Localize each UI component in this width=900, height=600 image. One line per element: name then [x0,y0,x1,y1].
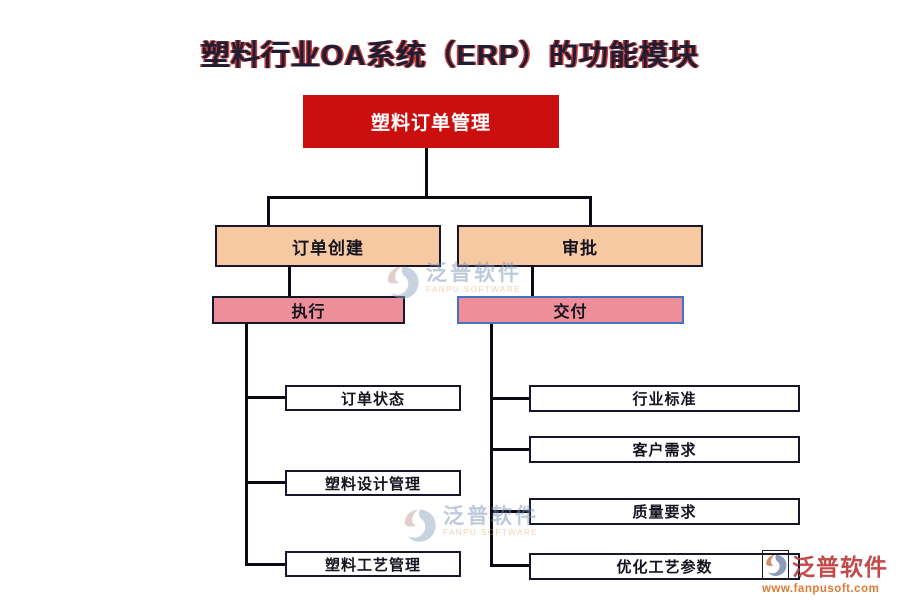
node-plastic-process-management: 塑料工艺管理 [285,551,461,577]
node-plastic-order-management: 塑料订单管理 [303,95,559,148]
node-quality-requirements: 质量要求 [529,498,800,525]
diagram-title: 塑料行业OA系统（ERP）的功能模块 [200,40,700,72]
corner-brand-cn: 泛普软件 [792,554,888,580]
node-approval: 审批 [457,225,703,267]
node-order-creation: 订单创建 [215,225,441,267]
connector-to-delivery [531,267,534,297]
connector-to-approval [589,196,592,225]
fanpu-logo-icon [404,509,436,542]
watermark-brand-en: FANPU SOFTWARE [426,285,521,295]
fanpu-logo-icon [762,550,789,580]
node-plastic-design-management: 塑料设计管理 [285,470,461,496]
connector-stub-quality-req [490,510,529,513]
fanpu-corner-watermark: 泛普软件 www.fanpusoft.com [762,548,892,595]
connector-stub-customer-needs [490,448,529,451]
node-industry-standard: 行业标准 [529,385,800,412]
connector-to-order-create [267,196,270,225]
connector-stub-process-mgmt [245,563,285,566]
node-order-status: 订单状态 [285,385,461,411]
node-optimize-process-params: 优化工艺参数 [529,553,800,580]
connector-execution-trunk [245,324,248,566]
connector-root-down [425,148,428,198]
connector-stub-optimize-params [490,564,529,567]
connector-stub-industry-standard [490,397,529,400]
node-delivery: 交付 [457,296,684,324]
connector-level2-horizontal [267,196,592,199]
node-execution: 执行 [212,296,405,324]
connector-to-execution [288,267,291,297]
corner-brand-url: www.fanpusoft.com [762,583,880,595]
node-customer-needs: 客户需求 [529,436,800,463]
connector-delivery-trunk [490,323,493,567]
connector-stub-order-status [245,396,285,399]
connector-stub-design-mgmt [245,481,285,484]
